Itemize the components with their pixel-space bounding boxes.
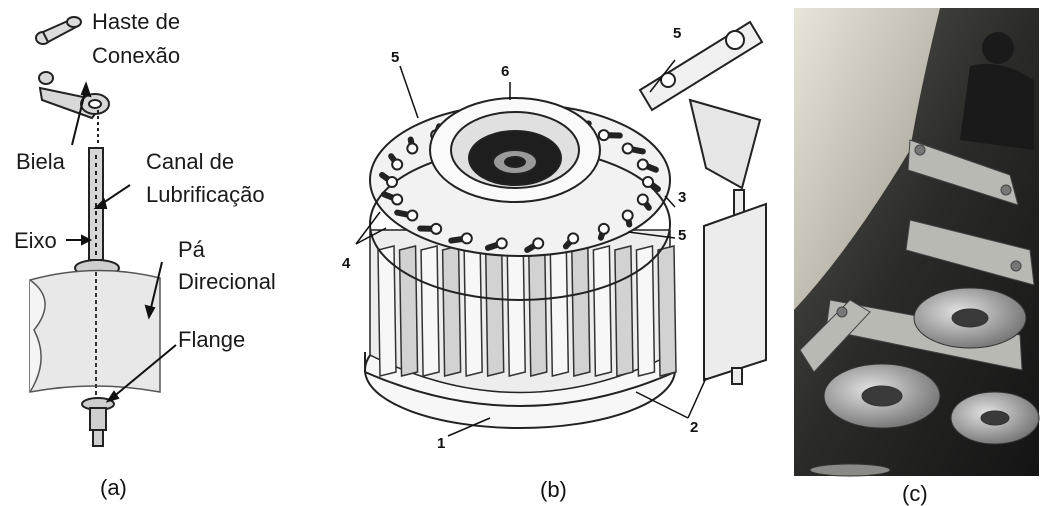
distributor-photo — [794, 8, 1040, 477]
caption-a: (a) — [100, 475, 127, 500]
vane-blade — [398, 245, 419, 377]
detached-vane-piece — [703, 189, 767, 385]
vane-blades — [377, 245, 677, 377]
callout-4: 4 — [342, 255, 351, 272]
panel-b-distributor-ring: 6 5 5 3 5 4 1 2 (b) — [330, 0, 790, 506]
vane-blade — [571, 245, 591, 377]
callout-1: 1 — [437, 435, 446, 452]
gate-link-pin — [532, 237, 545, 250]
vane-blade — [657, 245, 677, 377]
gate-link-pin — [495, 237, 508, 250]
label-eixo: Eixo — [14, 228, 57, 253]
label-haste-line1: Haste de — [92, 9, 181, 34]
vane-blade — [420, 245, 440, 377]
gate-link-pin — [391, 193, 404, 206]
casing-surface — [794, 8, 940, 310]
caption-c: (c) — [902, 481, 928, 506]
vane-blade — [441, 245, 462, 377]
gate-link-pin — [597, 222, 610, 235]
gate-link-pin — [636, 158, 649, 171]
worker-figure — [960, 32, 1034, 150]
callout-5-top-right: 5 — [673, 25, 682, 42]
vane-drum — [369, 229, 677, 394]
callout-2: 2 — [690, 419, 699, 436]
caption-b: (b) — [540, 477, 567, 502]
gate-hubs — [809, 287, 1040, 477]
vane-blade — [614, 245, 634, 377]
leader-arrows — [66, 81, 177, 403]
gate-link-pin — [391, 158, 404, 171]
label-biela: Biela — [16, 149, 65, 174]
panel-a-wicket-gate-assembly: Haste de Conexão Biela Canal de Lubrific… — [0, 0, 330, 506]
wicket-gate-drawing — [29, 16, 177, 447]
vane-blade — [635, 245, 656, 377]
gate-link-pin — [460, 232, 473, 245]
gate-link-pin — [621, 209, 634, 222]
vane-blade — [592, 245, 613, 377]
callout-5-right: 5 — [678, 227, 687, 244]
label-canal-line2: Lubrificação — [146, 182, 265, 207]
shaft-part — [88, 110, 104, 261]
gate-link-pin — [386, 176, 398, 188]
distributor-drawing — [355, 20, 767, 437]
label-pa-line2: Direcional — [178, 269, 276, 294]
gate-link-pin — [406, 142, 419, 155]
label-pa-line1: Pá — [178, 237, 205, 262]
vane-blade — [506, 245, 526, 377]
panel-c-photograph: (c) — [790, 0, 1043, 506]
gate-link-pin — [597, 129, 610, 142]
vane-blade — [484, 245, 505, 377]
gate-link-pin — [621, 142, 634, 155]
label-flange: Flange — [178, 327, 246, 352]
flange-part — [81, 397, 115, 447]
callout-3: 3 — [678, 189, 687, 206]
crank-arm-part — [38, 71, 110, 120]
connection-rod-part — [35, 16, 82, 45]
vane-blade — [463, 245, 483, 377]
gate-link-pin — [642, 176, 654, 188]
vane-blade — [549, 245, 570, 377]
gate-link-pin — [636, 193, 649, 206]
gate-link-pin — [406, 209, 419, 222]
leader-lines — [355, 59, 707, 437]
callout-6: 6 — [501, 63, 510, 80]
callout-5-left: 5 — [391, 49, 400, 66]
gate-link-pin — [567, 232, 580, 245]
label-canal-line1: Canal de — [146, 149, 235, 174]
detached-link-piece — [638, 20, 764, 190]
label-haste-line2: Conexão — [92, 43, 181, 68]
operating-ring-hub — [429, 97, 601, 203]
gate-link-pin — [430, 222, 443, 235]
guide-vane-blade — [29, 269, 161, 396]
vane-blade — [528, 245, 548, 377]
vane-blade — [377, 245, 397, 377]
